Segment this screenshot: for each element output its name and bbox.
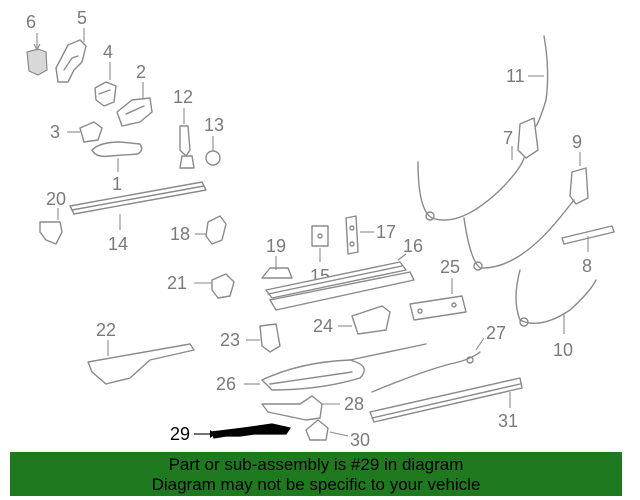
callout-19: 19 xyxy=(266,236,286,256)
callout-23: 23 xyxy=(220,330,240,350)
callout-2: 2 xyxy=(136,62,146,82)
part-17 xyxy=(345,215,374,255)
callout-16: 16 xyxy=(403,236,423,256)
part-27 xyxy=(371,337,485,393)
callout-6: 6 xyxy=(26,12,36,32)
part-24 xyxy=(338,305,391,335)
callout-22: 22 xyxy=(96,320,116,340)
callout-1: 1 xyxy=(112,174,122,194)
part-9 xyxy=(463,152,589,271)
part-4 xyxy=(94,62,117,107)
callout-9: 9 xyxy=(572,132,582,152)
callout-29: 29 xyxy=(170,424,190,444)
callout-26: 26 xyxy=(216,374,236,394)
callout-14: 14 xyxy=(108,234,128,254)
part-10 xyxy=(515,269,597,334)
callout-31: 31 xyxy=(498,411,518,431)
callout-27: 27 xyxy=(486,323,506,343)
callout-13: 13 xyxy=(204,115,224,135)
callout-7: 7 xyxy=(503,128,513,148)
part-19 xyxy=(261,256,293,279)
part-29-highlighted xyxy=(194,423,291,439)
part-30 xyxy=(305,419,349,441)
banner-line-2: Diagram may not be specific to your vehi… xyxy=(151,475,481,494)
sill-panel xyxy=(269,271,415,311)
part-16 xyxy=(265,253,407,299)
callout-30: 30 xyxy=(350,430,370,450)
part-20 xyxy=(39,208,63,245)
part-2 xyxy=(116,82,153,127)
callout-11: 11 xyxy=(506,66,525,86)
part-26 xyxy=(244,343,427,391)
part-1 xyxy=(91,141,143,172)
part-25 xyxy=(409,278,467,321)
part-12 xyxy=(179,108,195,169)
part-23 xyxy=(246,323,281,353)
part-11 xyxy=(528,35,549,127)
part-14 xyxy=(69,181,207,230)
part-5 xyxy=(55,28,87,83)
part-3 xyxy=(67,121,103,143)
part-7 xyxy=(417,117,539,221)
part-info-banner: Part or sub-assembly is #29 in diagram D… xyxy=(10,452,622,496)
callout-17: 17 xyxy=(376,222,396,242)
part-22 xyxy=(87,340,195,385)
callout-4: 4 xyxy=(103,42,113,62)
callout-10: 10 xyxy=(553,340,573,360)
callout-8: 8 xyxy=(582,256,592,276)
part-6 xyxy=(26,33,48,76)
callout-25: 25 xyxy=(440,257,460,277)
part-31 xyxy=(369,377,523,423)
callout-3: 3 xyxy=(50,122,60,142)
part-8 xyxy=(561,225,615,252)
part-13 xyxy=(205,136,221,166)
callout-20: 20 xyxy=(46,189,66,209)
callout-28: 28 xyxy=(344,394,364,414)
part-28 xyxy=(261,395,340,421)
callout-5: 5 xyxy=(77,8,87,28)
part-18 xyxy=(195,215,227,245)
callout-18: 18 xyxy=(170,224,190,244)
callout-24: 24 xyxy=(313,316,333,336)
callout-21: 21 xyxy=(167,273,187,293)
callout-12: 12 xyxy=(173,87,193,107)
part-21 xyxy=(194,273,235,299)
banner-line-1: Part or sub-assembly is #29 in diagram xyxy=(168,455,464,474)
part-15 xyxy=(311,225,329,262)
